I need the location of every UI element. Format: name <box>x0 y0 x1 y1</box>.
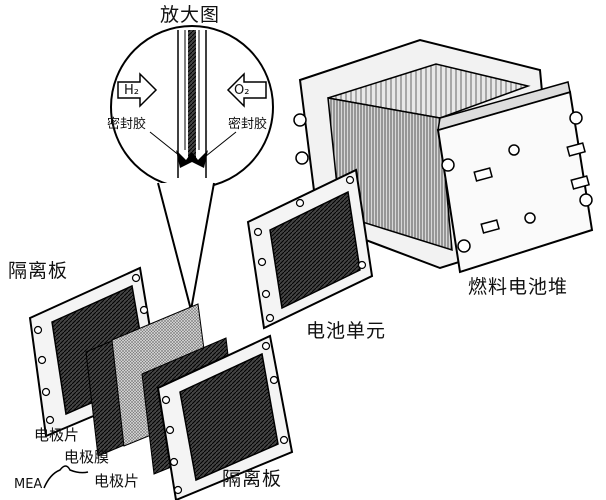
electrode-membrane-label: 电极膜 <box>64 448 110 466</box>
oxygen-label: O₂ <box>234 83 250 98</box>
sealant-label-right: 密封胶 <box>228 117 268 132</box>
separator-plate-front <box>156 334 294 500</box>
electrode-sheet-label-bottom: 电极片 <box>94 472 140 490</box>
mea-label: MEA <box>14 477 43 492</box>
sealant-label-left: 密封胶 <box>107 117 147 132</box>
mea-brace <box>43 465 89 489</box>
magnified-view <box>110 25 274 311</box>
cell-unit-label: 电池单元 <box>306 320 387 342</box>
cell-unit <box>246 168 374 330</box>
separator-label-top: 隔离板 <box>8 260 69 282</box>
hydrogen-label: H₂ <box>124 83 139 98</box>
magnified-title: 放大图 <box>160 4 221 26</box>
hydrogen-arrow-icon <box>117 72 158 108</box>
fuel-cell-stack-label: 燃料电池堆 <box>468 276 569 298</box>
electrode-sheet-label-top: 电极片 <box>34 426 80 444</box>
oxygen-arrow-icon <box>226 72 267 108</box>
separator-label-bottom: 隔离板 <box>222 468 283 490</box>
